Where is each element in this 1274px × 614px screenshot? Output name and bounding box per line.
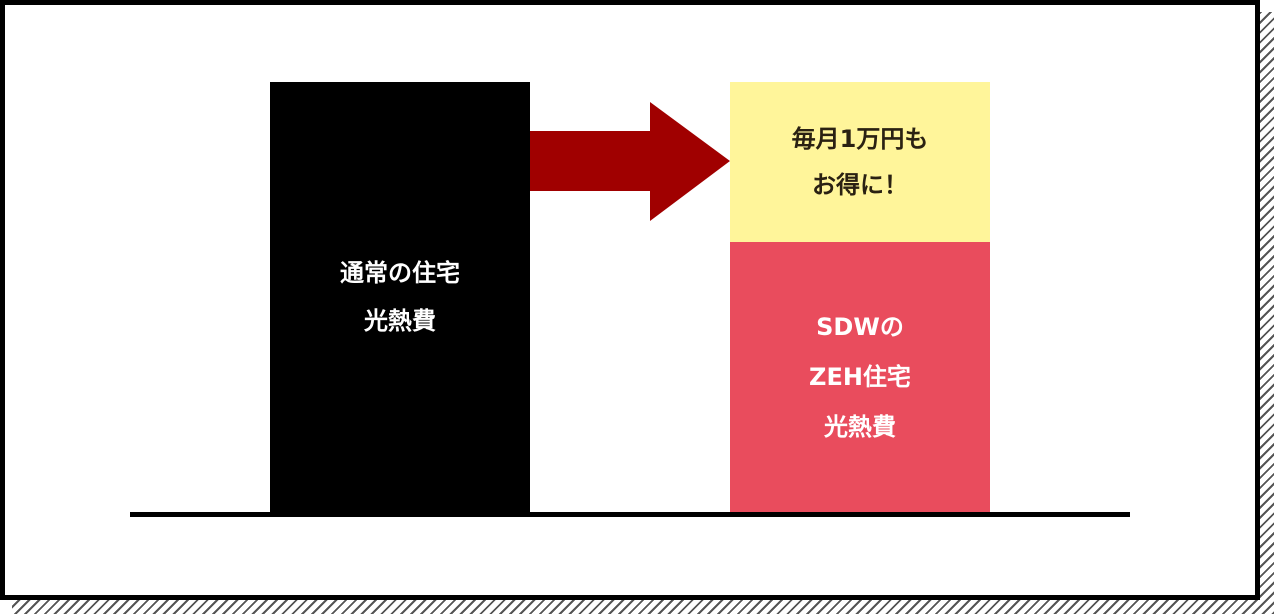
baseline [130, 512, 1130, 517]
right-arrow-icon [530, 102, 730, 221]
arrow-shape [530, 102, 730, 221]
diagram-frame [0, 0, 1260, 600]
normal-house-cost-label: 通常の住宅 光熱費 [340, 259, 460, 335]
zeh-house-cost-label: SDWの ZEH住宅 光熱費 [809, 313, 911, 441]
zeh-house-cost-bar: SDWの ZEH住宅 光熱費 [730, 242, 990, 512]
savings-label: 毎月1万円も お得に！ [791, 125, 929, 199]
savings-box: 毎月1万円も お得に！ [730, 82, 990, 242]
normal-house-cost-bar: 通常の住宅 光熱費 [270, 82, 530, 512]
